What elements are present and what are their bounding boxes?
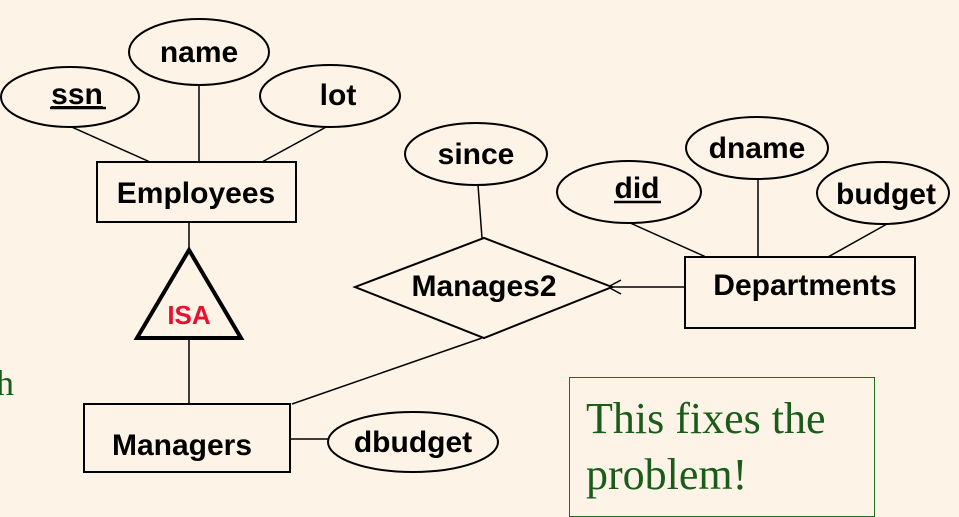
relationship-manages2: Manages2 [352,236,615,340]
edge-ssn-employees [64,123,151,163]
attribute-name: name [128,18,270,86]
note-line-2: problem! [586,450,748,499]
attribute-budget-label: budget [836,178,936,211]
attribute-did: did [556,160,702,224]
isa-triangle: ISA [133,246,245,340]
entity-managers-label: Managers [112,429,252,462]
edge-manages2-managers [291,337,483,405]
edge-budget-departments [827,223,888,258]
note-line-1: This fixes the [586,394,826,443]
attribute-dname: dname [685,116,829,180]
isa-label: ISA [167,300,211,330]
attribute-lot-label: lot [320,79,357,112]
entity-departments-label: Departments [713,269,896,302]
entity-employees: Employees [96,161,297,223]
entity-managers: Managers [83,403,291,473]
note-box: This fixes the problem! [569,377,875,517]
entity-departments: Departments [684,256,916,329]
attribute-dbudget-label: dbudget [354,426,472,459]
clipped-text-fragment: h [0,363,14,403]
attribute-since-label: since [438,138,515,171]
attribute-since: since [404,122,548,186]
attribute-did-label: did [615,172,660,205]
attribute-dbudget: dbudget [327,411,499,473]
attribute-ssn: ssn [0,66,140,128]
attribute-budget: budget [816,161,950,225]
relationship-manages2-label: Manages2 [411,270,556,303]
edge-did-departments [627,221,707,258]
attribute-lot: lot [259,64,401,128]
attribute-ssn-label: ssn [51,78,103,111]
attribute-dname-label: dname [709,132,806,165]
edge-since-manages2 [477,184,483,239]
entity-employees-label: Employees [117,177,275,210]
edge-lot-employees [261,125,329,163]
attribute-name-label: name [160,36,238,69]
